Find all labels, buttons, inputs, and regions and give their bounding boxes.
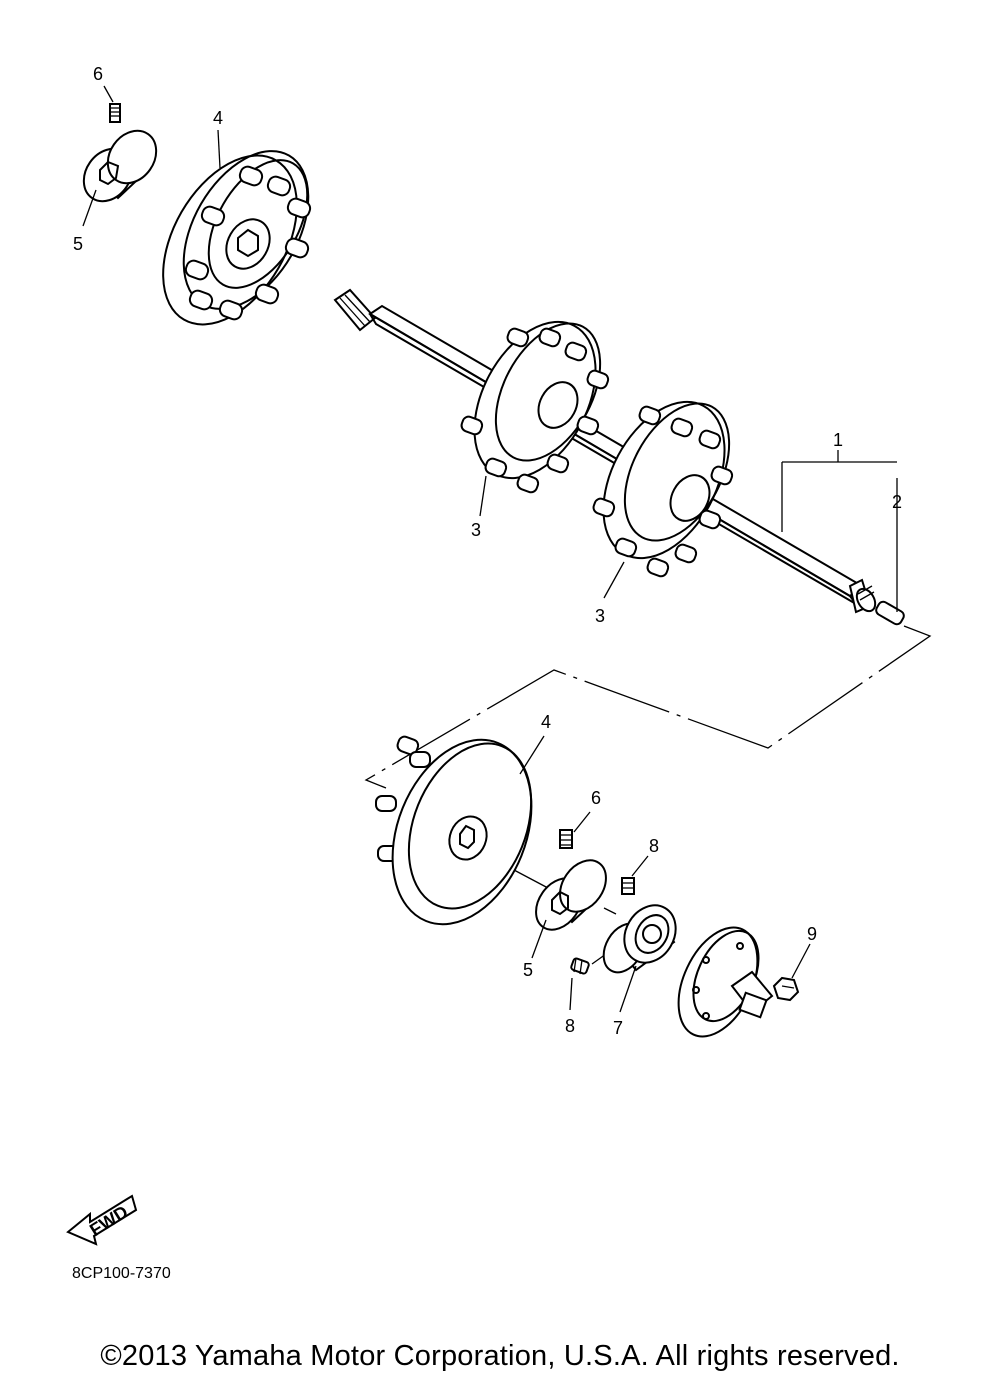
collar-5-top (82, 129, 158, 227)
forward-arrow-icon: FWD (66, 1194, 138, 1246)
callout-4-top: 4 (213, 108, 223, 128)
sprocket-3-left (460, 320, 610, 517)
callout-4-bottom: 4 (541, 712, 551, 732)
bearing-7 (602, 904, 677, 1013)
copyright-notice: ©2013 Yamaha Motor Corporation, U.S.A. A… (100, 1340, 900, 1372)
set-screw-8-upper (621, 855, 649, 895)
assembly-guide-line (364, 625, 932, 789)
nut-9 (772, 943, 811, 1002)
set-screw-6-top (103, 85, 121, 123)
callout-9: 9 (807, 924, 817, 944)
callout-2: 2 (892, 492, 902, 512)
callout-7: 7 (613, 1018, 623, 1038)
callout-6-top: 6 (93, 64, 103, 84)
callout-5-top: 5 (73, 234, 83, 254)
drive-shaft-1 (333, 288, 877, 614)
sprocket-wheel-4-top (162, 129, 312, 326)
hub-flange (677, 926, 774, 1038)
callout-8-upper: 8 (649, 836, 659, 856)
callout-5-bottom: 5 (523, 960, 533, 980)
callout-bracket-1-2 (781, 450, 897, 532)
sprocket-wheel-4-bottom (375, 735, 545, 926)
callout-3-left: 3 (471, 520, 481, 540)
collar-5-bottom (513, 859, 607, 959)
callout-1: 1 (833, 430, 843, 450)
sprocket-3-right (592, 400, 734, 599)
callout-6-bottom: 6 (591, 788, 601, 808)
callout-3-right: 3 (595, 606, 605, 626)
callout-8-lower: 8 (565, 1016, 575, 1036)
diagram-code: 8CP100-7370 (72, 1265, 171, 1282)
set-screw-6-bottom (559, 811, 591, 849)
set-screw-8-lower (569, 953, 607, 1011)
shaft-plug-2 (875, 478, 905, 626)
